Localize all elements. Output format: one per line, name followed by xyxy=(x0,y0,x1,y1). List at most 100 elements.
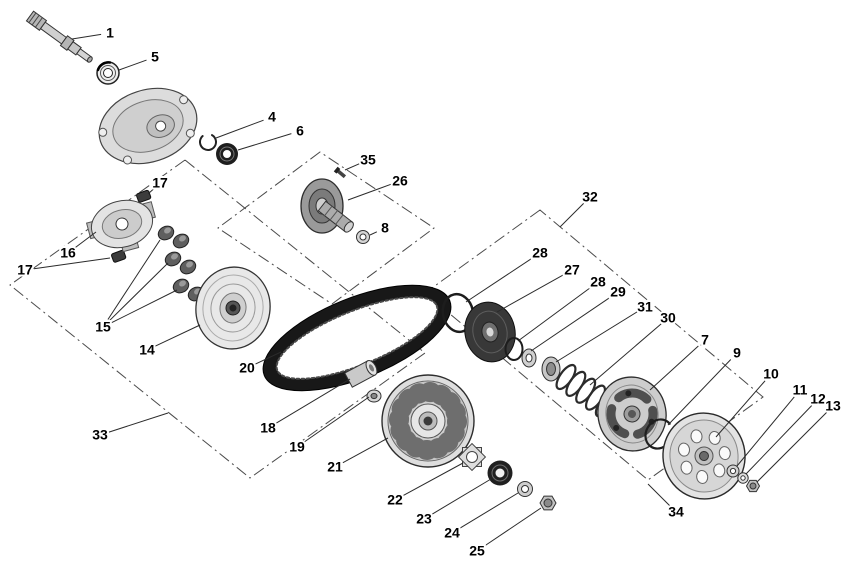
part-label-7: 7 xyxy=(701,332,709,348)
part-nut-13 xyxy=(745,479,761,493)
part-label-1: 1 xyxy=(106,25,114,41)
part-variator-rollers xyxy=(157,225,205,302)
part-label-14: 14 xyxy=(139,342,155,358)
part-circlip xyxy=(199,133,217,151)
leader-line-15 xyxy=(107,239,161,320)
part-label-11: 11 xyxy=(793,382,808,398)
part-spacer-bush xyxy=(344,360,378,388)
part-label-21: 21 xyxy=(327,459,343,475)
leader-line-7 xyxy=(649,345,699,391)
part-label-32: 32 xyxy=(582,189,598,205)
leader-line-14 xyxy=(154,324,201,347)
leader-line-24 xyxy=(459,492,519,529)
group-parts xyxy=(25,10,761,511)
part-label-28: 28 xyxy=(590,274,606,290)
leader-line-35 xyxy=(344,163,360,171)
part-label-19: 19 xyxy=(289,439,305,455)
part-lock-washer-12 xyxy=(737,472,749,484)
part-ramp-plate xyxy=(85,199,156,253)
part-label-18: 18 xyxy=(260,420,276,436)
leader-line-5 xyxy=(118,59,147,71)
leader-line-17 xyxy=(33,257,111,270)
part-label-13: 13 xyxy=(825,398,841,414)
part-label-16: 16 xyxy=(60,245,76,261)
part-label-6: 6 xyxy=(296,123,304,139)
leader-line-11 xyxy=(736,396,795,467)
part-bearing xyxy=(96,61,120,85)
part-label-34: 34 xyxy=(668,504,684,520)
part-label-35: 35 xyxy=(360,152,376,168)
leader-line-29 xyxy=(530,296,611,352)
part-label-25: 25 xyxy=(469,543,485,559)
part-label-15: 15 xyxy=(95,319,111,335)
part-spring-seat xyxy=(541,356,561,382)
leader-line-12 xyxy=(745,405,813,475)
frame-left-group xyxy=(9,159,426,479)
leader-line-34 xyxy=(647,483,670,506)
leader-line-32 xyxy=(559,203,584,228)
part-seal-ring xyxy=(487,460,513,486)
frame-middle-group xyxy=(217,151,435,305)
leader-line-4 xyxy=(215,119,264,139)
part-fan-pulley xyxy=(381,374,475,468)
part-nut xyxy=(539,495,557,511)
part-label-20: 20 xyxy=(239,360,255,376)
leader-line-19 xyxy=(304,396,370,443)
leader-line-10 xyxy=(715,380,766,438)
part-label-29: 29 xyxy=(610,284,626,300)
leader-line-28 xyxy=(465,257,533,303)
part-slider-dampers xyxy=(111,189,152,263)
leader-line-20 xyxy=(254,351,282,365)
part-label-4: 4 xyxy=(268,109,276,125)
part-star-washer xyxy=(457,442,487,472)
part-label-27: 27 xyxy=(564,262,580,278)
leader-line-8 xyxy=(369,231,378,236)
leader-line-13 xyxy=(756,412,827,483)
part-washer xyxy=(517,481,533,497)
leader-line-22 xyxy=(402,462,464,497)
part-label-10: 10 xyxy=(763,366,779,382)
part-washer-small xyxy=(356,230,370,244)
part-label-12: 12 xyxy=(810,391,826,407)
part-crankcase-cover xyxy=(98,87,198,165)
leader-line-16 xyxy=(74,231,97,249)
part-label-23: 23 xyxy=(416,511,432,527)
part-oil-seal xyxy=(216,143,238,165)
part-label-8: 8 xyxy=(381,220,389,236)
part-label-9: 9 xyxy=(733,345,741,361)
part-drive-hub xyxy=(300,178,354,234)
part-label-17: 17 xyxy=(17,262,33,278)
part-bolt xyxy=(333,166,347,179)
part-drive-face xyxy=(195,266,271,350)
leader-line-15 xyxy=(110,289,178,324)
part-label-24: 24 xyxy=(444,525,460,541)
part-label-5: 5 xyxy=(151,49,159,65)
leader-line-28 xyxy=(517,286,592,342)
group-leader-lines xyxy=(33,33,827,547)
leader-line-33 xyxy=(108,412,169,433)
leader-line-30 xyxy=(589,323,662,386)
leader-line-23 xyxy=(431,478,492,515)
part-label-33: 33 xyxy=(92,427,108,443)
part-label-22: 22 xyxy=(387,492,403,508)
leader-line-25 xyxy=(484,507,542,547)
leader-line-26 xyxy=(347,183,392,201)
part-pressure-plate xyxy=(464,301,516,363)
part-washer-11 xyxy=(726,464,740,478)
part-washer-29 xyxy=(521,348,537,368)
leader-line-18 xyxy=(275,378,351,424)
leader-line-31 xyxy=(555,311,638,363)
leader-line-15 xyxy=(109,262,169,322)
part-label-31: 31 xyxy=(637,299,653,315)
part-label-28: 28 xyxy=(532,245,548,261)
leader-line-21 xyxy=(342,437,389,464)
part-label-26: 26 xyxy=(392,173,408,189)
part-clutch-bell xyxy=(662,412,746,500)
part-label-17: 17 xyxy=(152,175,168,191)
part-o-ring-2 xyxy=(504,337,524,361)
group-frames xyxy=(9,151,764,481)
leader-line-27 xyxy=(496,273,565,313)
